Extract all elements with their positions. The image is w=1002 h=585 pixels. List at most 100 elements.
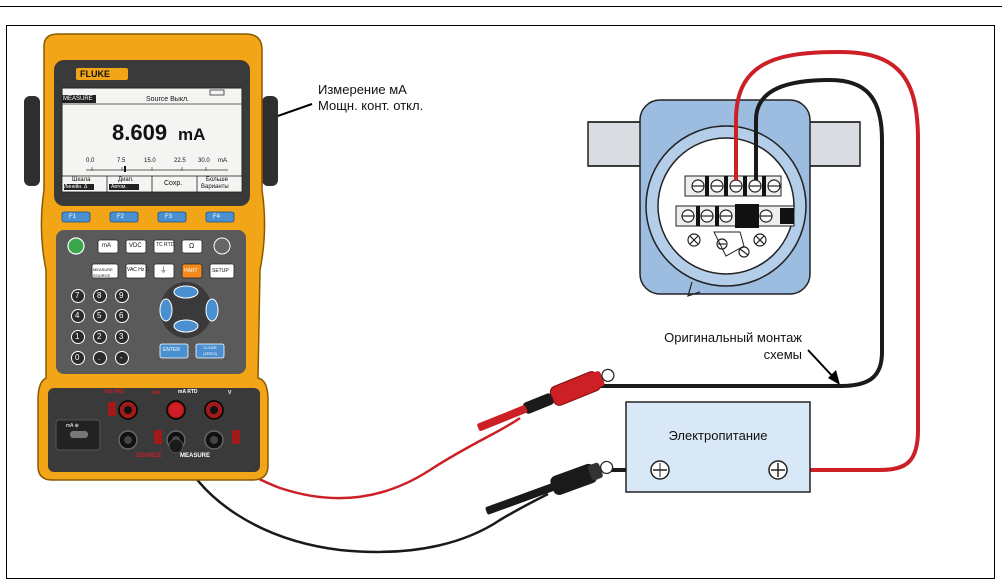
black-test-lead-cable — [176, 447, 549, 554]
softkey-4-line2: Варианты — [201, 184, 229, 190]
bargraph-tick-0: 0.0 — [86, 158, 95, 164]
key-4[interactable]: 4 — [75, 311, 80, 320]
red-alligator-clip — [477, 368, 615, 431]
key-decimal[interactable]: . — [98, 353, 101, 362]
bargraph-tick-1: 7.5 — [117, 158, 126, 164]
f1-key — [61, 211, 91, 223]
key-8[interactable]: 8 — [97, 291, 102, 300]
mode-label: MEASURE — [63, 96, 93, 102]
softkey-4-line1: Больше — [206, 177, 228, 183]
left-arrow-key — [159, 298, 173, 322]
loop-power-key — [153, 263, 175, 279]
callout-wiring-line1: Оригинальный монтаж — [664, 330, 802, 345]
terminal-block-bottom — [675, 204, 795, 228]
callout-arrow-wiring — [807, 349, 840, 385]
ohm-key-label[interactable]: Ω — [189, 243, 195, 250]
setup-key — [209, 263, 235, 279]
terminal-block-top — [684, 175, 782, 197]
enter-key — [159, 343, 189, 359]
ohm-key — [181, 239, 203, 254]
down-arrow-key — [173, 319, 199, 333]
left-grip — [24, 96, 40, 186]
bargraph-tick-4: 30.0 — [198, 158, 210, 164]
transmitter — [639, 99, 811, 297]
ma-key — [97, 239, 119, 254]
tc-rtd-key — [153, 239, 175, 254]
callout-measure-line1: Измерение мА — [318, 82, 407, 97]
black-loop-wire — [598, 77, 884, 388]
navigation-pad — [160, 282, 212, 338]
vac-key-label[interactable]: VAC Hz ⎍ — [127, 267, 150, 273]
key-9[interactable]: 9 — [119, 291, 124, 300]
key-7[interactable]: 7 — [75, 291, 80, 300]
key-2[interactable]: 2 — [97, 332, 102, 341]
callout-measure-line2: Мощн. конт. откл. — [318, 98, 424, 113]
source-v-jack-label: V/Ω RTD — [104, 389, 125, 395]
key-6[interactable]: 6 — [119, 311, 124, 320]
enter-key-label[interactable]: ENTER — [163, 347, 180, 353]
hart-key-label[interactable]: HART — [184, 268, 198, 274]
backlight-button — [213, 237, 231, 255]
tc-rtd-key-label[interactable]: TC RTD — [156, 242, 175, 248]
setup-key-label[interactable]: SETUP — [212, 268, 229, 274]
measure-label: MEASURE — [180, 453, 211, 459]
f1-label[interactable]: F1 — [69, 214, 77, 220]
black-alligator-clip — [485, 460, 614, 515]
power-supply-label: Электропитание — [668, 428, 768, 443]
power-button — [67, 237, 85, 255]
measure-v-jack-label: V — [228, 390, 232, 396]
hart-key — [181, 263, 203, 279]
key-0[interactable]: 0 — [75, 353, 80, 362]
key-minus[interactable]: - — [120, 353, 123, 362]
key-1[interactable]: 1 — [75, 332, 80, 341]
red-loop-wire — [734, 49, 920, 472]
softkey-2-line1: Диап. — [118, 177, 134, 183]
battery-door-label: mA ⊕ — [66, 423, 79, 429]
loop-power-key-label[interactable]: ⏚ — [160, 267, 167, 274]
red-plug — [169, 403, 183, 417]
mode-banner — [62, 95, 96, 103]
bargraph-pointer — [124, 166, 126, 172]
f4-key — [205, 211, 235, 223]
clear-key-label[interactable]: CLEAR (ZERO) — [203, 345, 217, 356]
ma-key-label[interactable]: mA — [102, 243, 111, 249]
black-plug — [168, 438, 184, 454]
up-arrow-key — [173, 285, 199, 299]
header-rule — [0, 6, 1002, 7]
brand-plate — [76, 68, 128, 80]
measure-source-key — [91, 263, 119, 279]
battery-icon — [209, 89, 225, 96]
source-ma-jack-label: mA — [152, 390, 161, 396]
key-5[interactable]: 5 — [97, 311, 102, 320]
clear-key — [195, 343, 225, 359]
bargraph-unit: mA — [218, 158, 227, 164]
measure-ma-jack-label: mA RTD — [178, 389, 198, 395]
display-screen — [61, 87, 243, 193]
f2-key — [109, 211, 139, 223]
power-supply — [625, 401, 811, 493]
f2-label[interactable]: F2 — [117, 214, 125, 220]
source-status: Source Выкл. — [146, 96, 189, 103]
softkey-3-line1: Сохр. — [164, 180, 183, 187]
right-arrow-key — [205, 298, 219, 322]
key-3[interactable]: 3 — [119, 332, 124, 341]
right-grip — [262, 96, 278, 186]
softkey-1-line1: Шкала — [72, 177, 91, 183]
f3-key — [157, 211, 187, 223]
brand-logo: FLUKE — [80, 69, 110, 79]
reading-unit: mA — [178, 125, 206, 144]
measure-source-key-label[interactable]: MEASURE SOURCE — [93, 267, 113, 278]
vdc-key-label[interactable]: VDC — [129, 243, 142, 249]
bargraph-tick-3: 22.5 — [174, 158, 186, 164]
vdc-key — [125, 239, 147, 254]
vac-key — [125, 263, 147, 279]
source-label: SOURCE — [136, 453, 162, 459]
f3-label[interactable]: F3 — [165, 214, 173, 220]
numeric-keypad — [71, 289, 129, 365]
softkey-1-line2: Линейн. Δ — [64, 184, 88, 190]
f4-label[interactable]: F4 — [213, 214, 221, 220]
reading-value: 8.609 — [112, 120, 168, 145]
fluke-calibrator — [24, 33, 278, 481]
function-key-row — [61, 211, 235, 223]
